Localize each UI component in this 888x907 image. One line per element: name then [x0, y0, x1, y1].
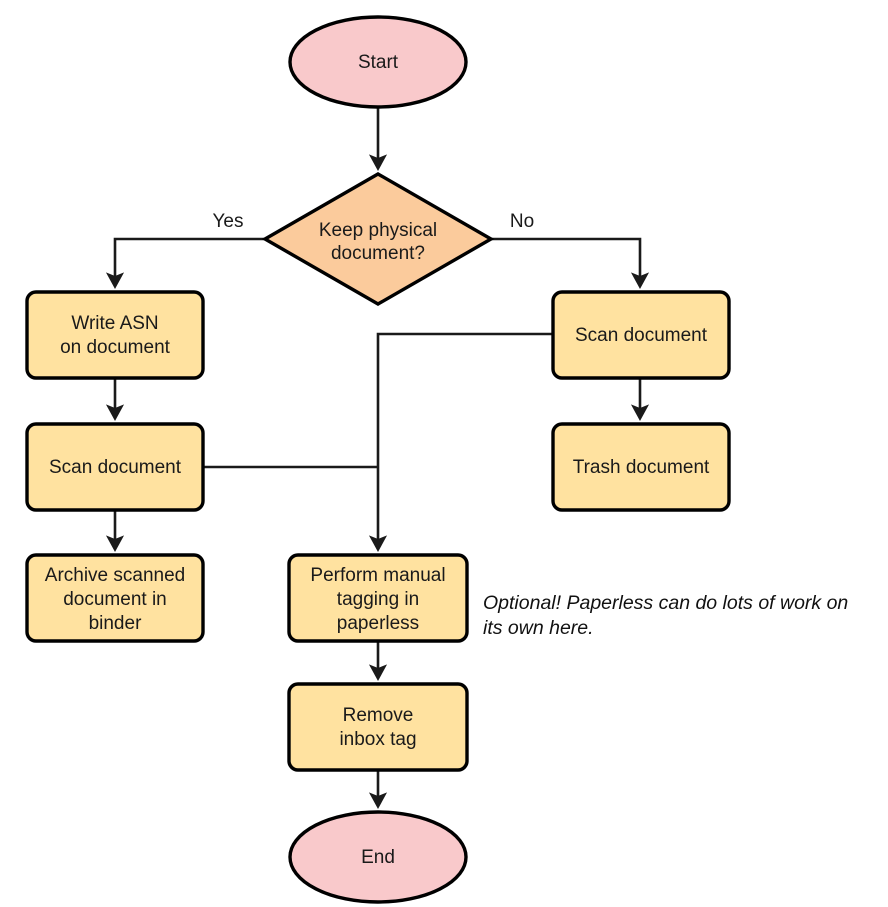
- start-ellipse: [288, 15, 468, 109]
- connector-layer: [105, 108, 650, 810]
- node-keep-physical-document[interactable]: Keep physical document?: [261, 172, 495, 306]
- node-archive-scanned-document[interactable]: Archive scanned document in binder: [25, 553, 205, 643]
- scan-document-right-label: Scan document: [575, 325, 708, 346]
- manual-tagging-label-line1: Perform manual: [310, 565, 445, 586]
- edge-scan-right-to-manual-tagging: [368, 332, 553, 553]
- write-asn-label-line1: Write ASN: [71, 313, 158, 334]
- remove-inbox-tag-label-line2: inbox tag: [339, 729, 416, 750]
- archive-label-line3: binder: [89, 613, 142, 634]
- node-remove-inbox-tag[interactable]: Remove inbox tag: [287, 682, 469, 772]
- node-write-asn[interactable]: Write ASN on document: [25, 290, 205, 380]
- archive-label-line1: Archive scanned: [45, 565, 185, 586]
- end-label: End: [361, 847, 395, 868]
- node-scan-document-left[interactable]: Scan document: [25, 422, 205, 512]
- node-trash-document[interactable]: Trash document: [551, 422, 731, 512]
- node-end[interactable]: End: [288, 810, 468, 904]
- trash-document-label: Trash document: [573, 457, 710, 478]
- edge-decision-yes-to-write-asn: [105, 237, 265, 290]
- scan-document-left-label: Scan document: [49, 457, 182, 478]
- annotation-optional-note: Optional! Paperless can do lots of work …: [483, 592, 848, 639]
- remove-inbox-tag-box: [287, 682, 469, 772]
- end-ellipse: [288, 810, 468, 904]
- write-asn-label-line2: on document: [60, 337, 171, 358]
- remove-inbox-tag-label-line1: Remove: [343, 705, 414, 726]
- edge-label-yes: Yes: [213, 211, 244, 232]
- trash-document-box: [551, 422, 731, 512]
- edge-decision-no-to-scan-right: [491, 237, 650, 290]
- archive-label-line2: document in: [63, 589, 167, 610]
- scan-document-right-box: [551, 290, 731, 380]
- start-label: Start: [358, 52, 399, 73]
- manual-tagging-label-line2: tagging in: [337, 589, 419, 610]
- node-scan-document-right[interactable]: Scan document: [551, 290, 731, 380]
- edge-label-no: No: [510, 211, 534, 232]
- node-perform-manual-tagging[interactable]: Perform manual tagging in paperless: [287, 553, 469, 643]
- annotation-line2: its own here.: [483, 617, 594, 639]
- decision-label-line1: Keep physical: [319, 220, 437, 241]
- write-asn-box: [25, 290, 205, 380]
- decision-diamond: [261, 172, 495, 306]
- archive-box: [25, 553, 205, 643]
- node-start[interactable]: Start: [288, 15, 468, 109]
- decision-label-line2: document?: [331, 243, 425, 264]
- scan-document-left-box: [25, 422, 205, 512]
- manual-tagging-label-line3: paperless: [337, 613, 419, 634]
- manual-tagging-box: [287, 553, 469, 643]
- annotation-line1: Optional! Paperless can do lots of work …: [483, 592, 848, 614]
